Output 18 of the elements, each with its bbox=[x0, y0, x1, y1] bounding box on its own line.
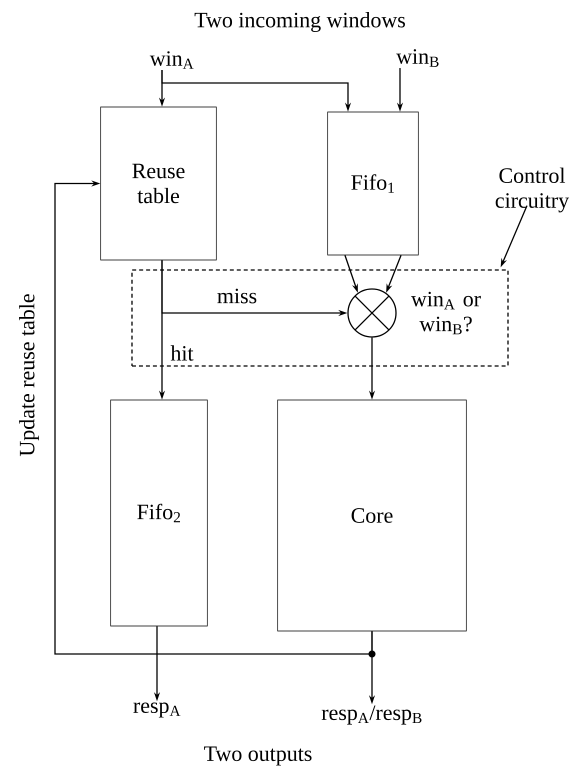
block-box: Fifo$_{2}$ bbox=[110, 400, 208, 626]
signal-label: Control circuitry bbox=[496, 168, 570, 212]
arrow bbox=[54, 180, 376, 658]
edge-label: Update reuse table bbox=[18, 292, 40, 458]
edge-label: miss bbox=[216, 288, 258, 304]
node-caption: win$_{A}$ or win$_{B}$? bbox=[411, 292, 481, 334]
heading-label: Two incoming windows bbox=[194, 12, 405, 32]
multiplexer-circle bbox=[347, 288, 397, 338]
signal-label: win$_{A}$ bbox=[150, 51, 194, 69]
edge-label: hit bbox=[169, 344, 195, 362]
signal-label: resp$_{A}$/resp$_{B}$ bbox=[322, 705, 422, 725]
heading-label: Two outputs bbox=[204, 746, 312, 766]
block-box: Reuse table bbox=[100, 106, 217, 260]
dashed-region bbox=[131, 269, 509, 367]
block-box: Fifo$_{1}$ bbox=[327, 112, 419, 256]
signal-label: win$_{B}$ bbox=[396, 49, 439, 67]
signal-label: resp$_{A}$ bbox=[133, 702, 180, 718]
block-box: Core bbox=[277, 400, 467, 632]
